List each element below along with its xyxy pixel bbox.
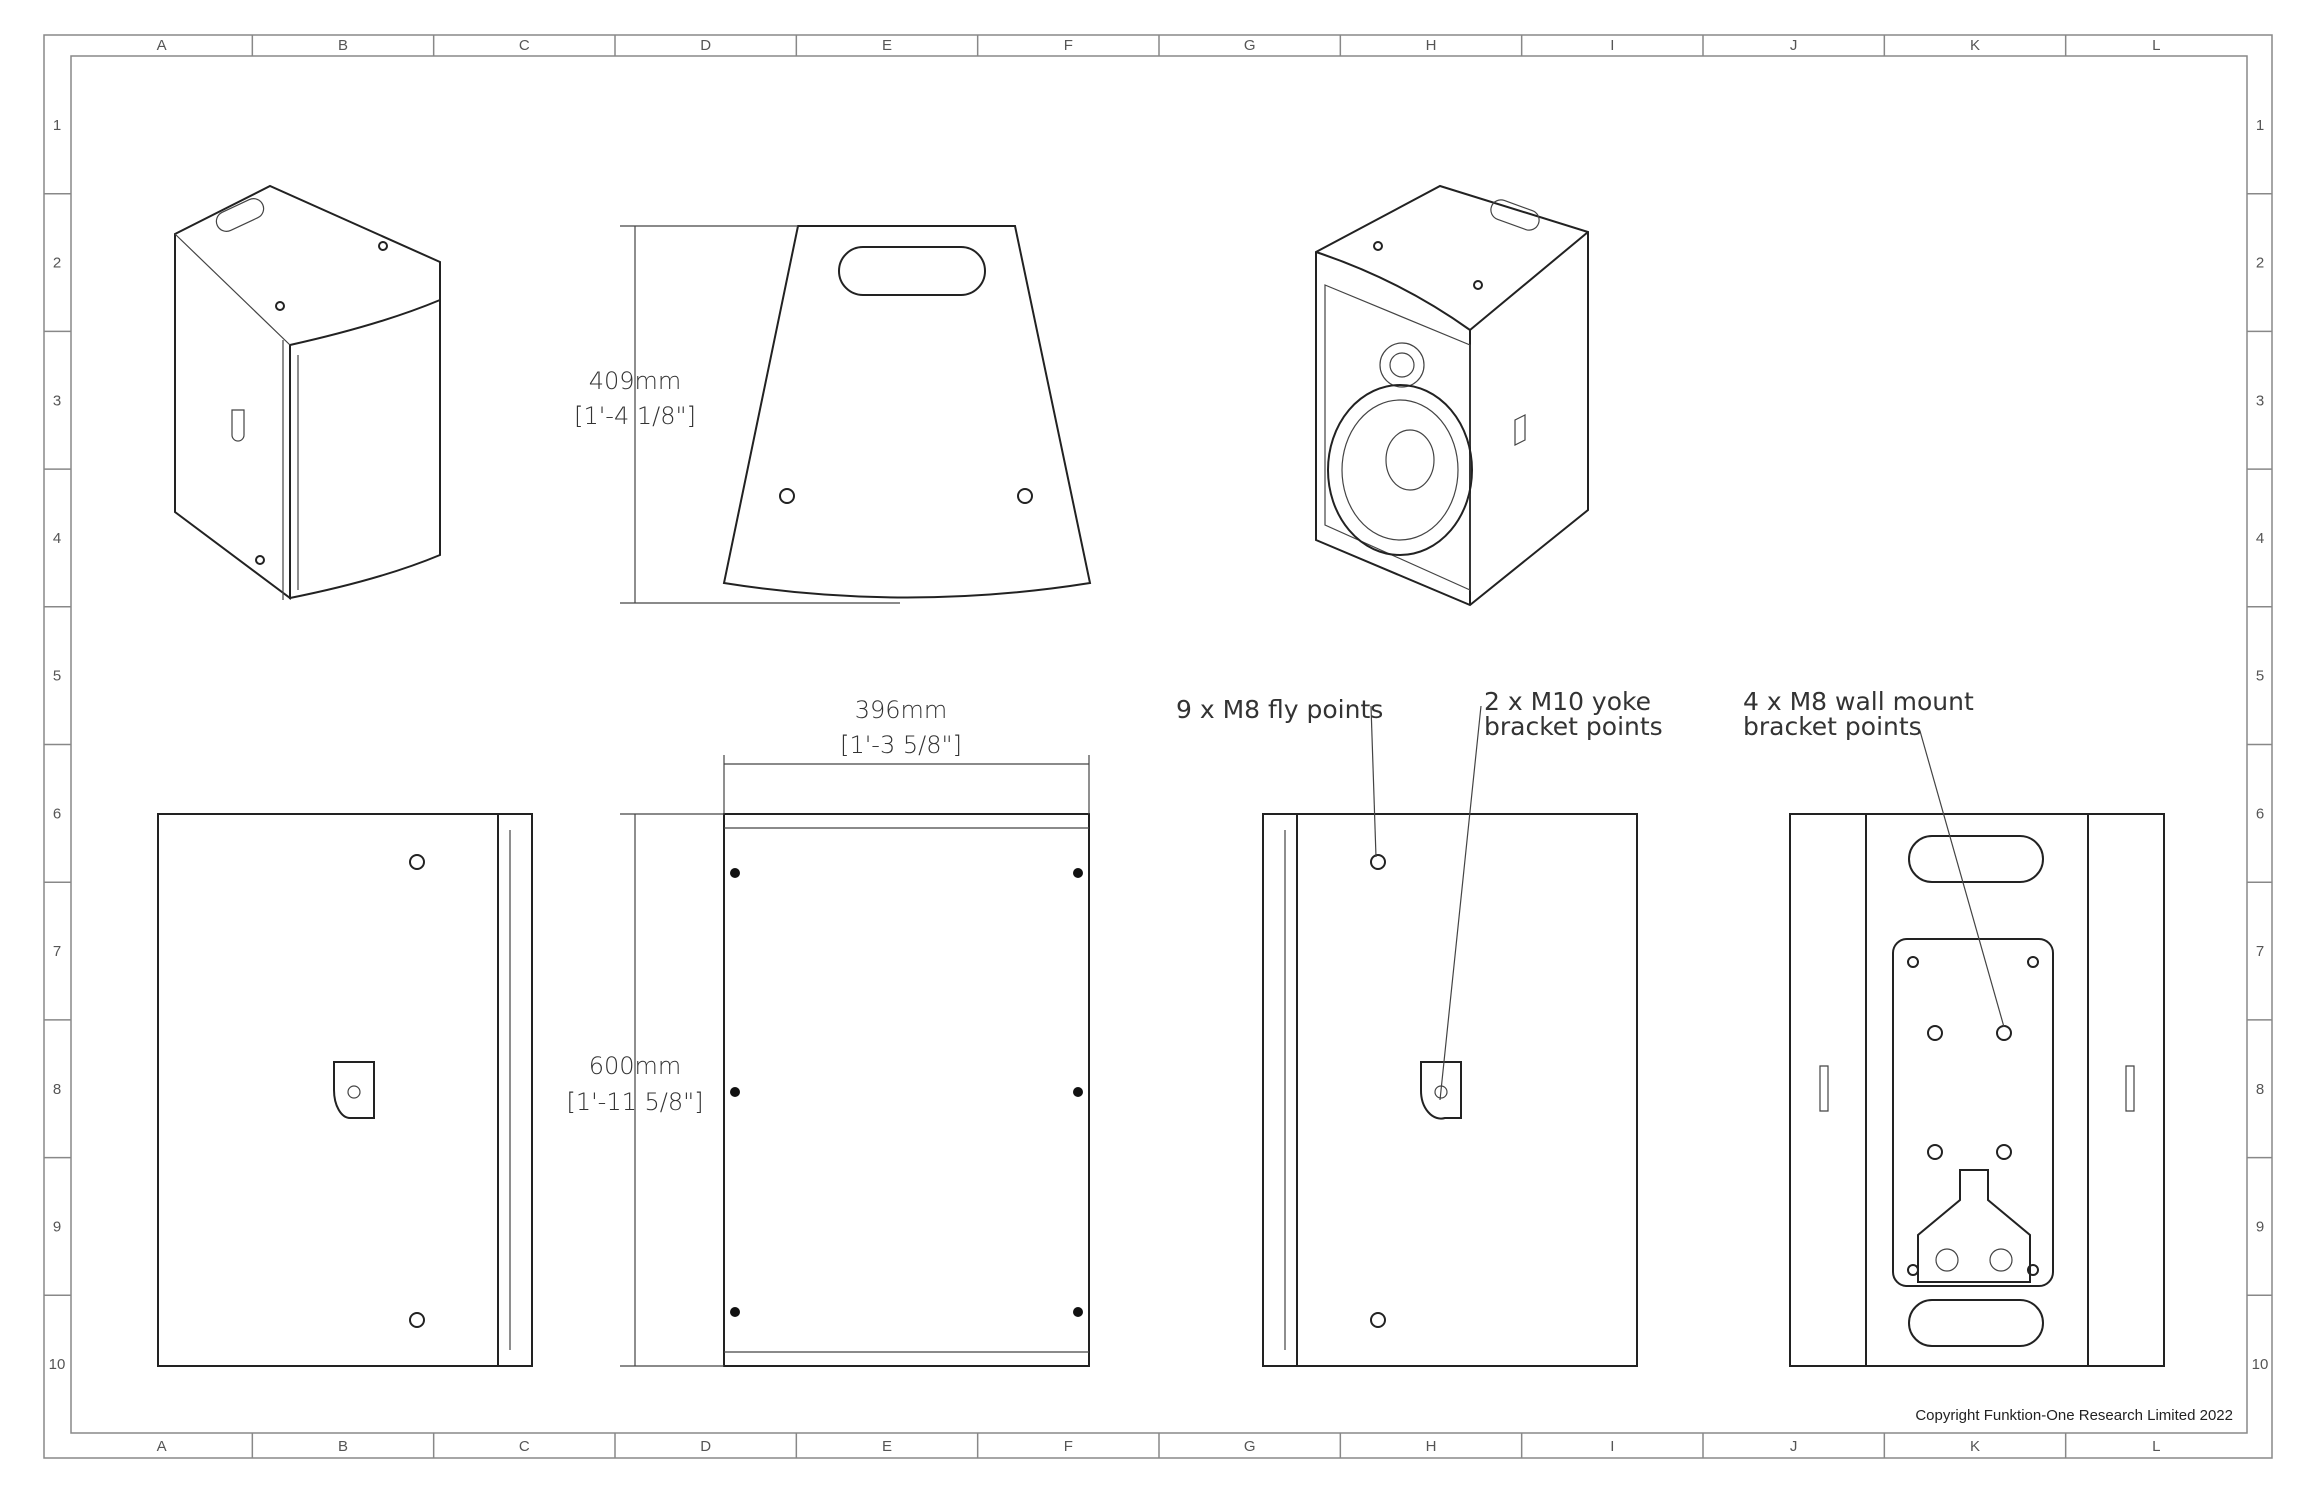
row-label: 10	[49, 1356, 66, 1373]
row-label: 3	[2256, 392, 2264, 409]
row-label: 1	[2256, 117, 2264, 134]
width-mm-label: 396mm	[855, 696, 948, 724]
depth-imperial-label: [1'-4 1/8"]	[574, 402, 696, 430]
row-label: 7	[53, 943, 61, 960]
column-label: K	[1970, 1438, 1980, 1455]
annotations: 9 x M8 fly points 2 x M10 yoke bracket p…	[1176, 687, 2233, 1424]
column-label: A	[157, 37, 167, 54]
isometric-rear-view	[174, 184, 441, 600]
column-label: G	[1244, 37, 1256, 54]
copyright-text: Copyright Funktion-One Research Limited …	[1915, 1407, 2233, 1424]
row-label: 2	[53, 255, 61, 272]
column-label: F	[1064, 1438, 1073, 1455]
side-view-left	[157, 813, 533, 1367]
row-label: 10	[2252, 1356, 2269, 1373]
side-view-right	[1262, 813, 1638, 1367]
column-label: C	[519, 1438, 530, 1455]
row-label: 9	[2256, 1218, 2264, 1235]
row-label: 5	[2256, 668, 2264, 685]
column-label: J	[1790, 37, 1798, 54]
row-label: 2	[2256, 255, 2264, 272]
yoke-note-line1: 2 x M10 yoke	[1484, 687, 1651, 716]
column-label: L	[2152, 1438, 2160, 1455]
row-label: 5	[53, 668, 61, 685]
row-label: 1	[53, 117, 61, 134]
column-label: I	[1610, 1438, 1614, 1455]
column-label: A	[157, 1438, 167, 1455]
grid-labels: A A B B C C D D E E F F G G H H I I J J K K L L 1 1 2 2 3 3 4 4 5 5 6 6 7 7 8 8…	[44, 35, 2272, 1458]
height-mm-label: 600mm	[589, 1052, 682, 1080]
drawing-frame	[43, 34, 2273, 1459]
column-label: K	[1970, 37, 1980, 54]
column-label: E	[882, 37, 892, 54]
row-label: 9	[53, 1218, 61, 1235]
column-label: D	[700, 37, 711, 54]
width-imperial-label: [1'-3 5/8"]	[840, 731, 962, 759]
column-label: E	[882, 1438, 892, 1455]
column-label: H	[1426, 1438, 1437, 1455]
column-label: F	[1064, 37, 1073, 54]
row-label: 6	[53, 805, 61, 822]
column-label: C	[519, 37, 530, 54]
wall-mount-note-line1: 4 x M8 wall mount	[1743, 687, 1974, 716]
row-label: 8	[2256, 1081, 2264, 1098]
column-label: L	[2152, 37, 2160, 54]
column-label: D	[700, 1438, 711, 1455]
top-view: 396mm [1'-3 5/8"] 600mm [1'-11 5/8"]	[566, 696, 1090, 1367]
column-label: J	[1790, 1438, 1798, 1455]
isometric-front-view	[1315, 184, 1589, 607]
depth-mm-label: 409mm	[589, 367, 682, 395]
rear-view	[1789, 813, 2165, 1367]
column-label: H	[1426, 37, 1437, 54]
height-imperial-label: [1'-11 5/8"]	[566, 1088, 703, 1116]
column-label: B	[338, 37, 348, 54]
column-label: B	[338, 1438, 348, 1455]
row-label: 7	[2256, 943, 2264, 960]
row-label: 4	[53, 530, 61, 547]
column-label: G	[1244, 1438, 1256, 1455]
side-profile-view: 409mm [1'-4 1/8"]	[574, 225, 1092, 604]
row-label: 4	[2256, 530, 2264, 547]
row-label: 8	[53, 1081, 61, 1098]
row-label: 3	[53, 392, 61, 409]
wall-mount-note-line2: bracket points	[1743, 712, 1922, 741]
fly-points-note: 9 x M8 fly points	[1176, 695, 1383, 724]
yoke-note-line2: bracket points	[1484, 712, 1663, 741]
column-label: I	[1610, 37, 1614, 54]
row-label: 6	[2256, 805, 2264, 822]
